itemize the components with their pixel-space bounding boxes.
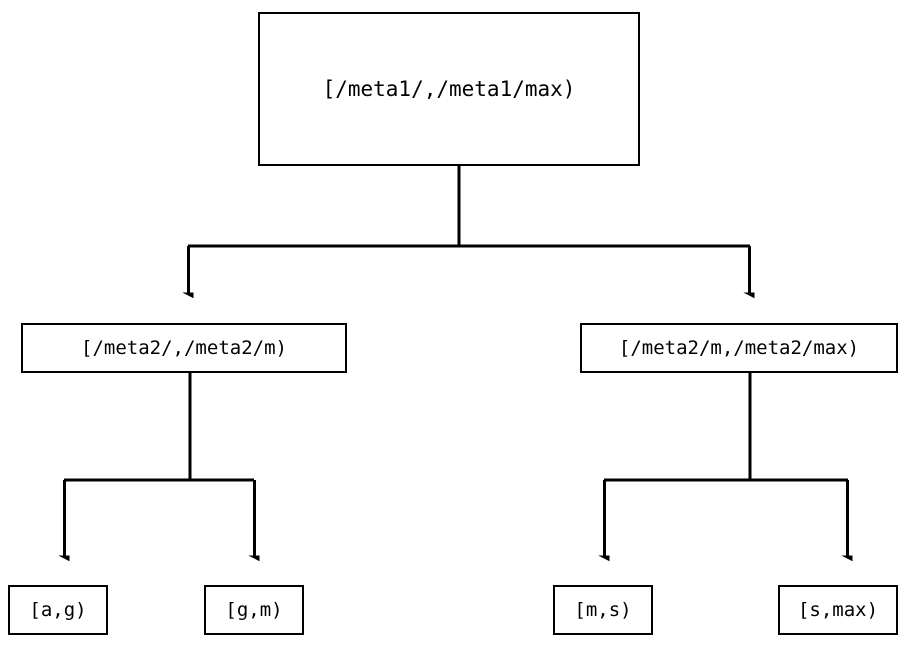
node-root-label: [/meta1/,/meta1/max) — [322, 76, 576, 101]
node-leaf-g-m-label: [g,m) — [225, 598, 283, 621]
node-leaf-s-max[interactable]: [s,max) — [778, 585, 898, 635]
node-leaf-a-g-label: [a,g) — [29, 598, 87, 621]
node-leaf-g-m[interactable]: [g,m) — [204, 585, 304, 635]
node-leaf-m-s-label: [m,s) — [574, 598, 632, 621]
node-mid-left-meta2-lower[interactable]: [/meta2/,/meta2/m) — [21, 323, 347, 373]
node-mid-left-label: [/meta2/,/meta2/m) — [81, 336, 287, 359]
node-leaf-m-s[interactable]: [m,s) — [553, 585, 653, 635]
node-mid-right-meta2-upper[interactable]: [/meta2/m,/meta2/max) — [580, 323, 898, 373]
edge-root-to-mid-level — [188, 166, 750, 293]
edge-mid-right-to-leaves — [604, 373, 848, 556]
node-mid-right-label: [/meta2/m,/meta2/max) — [618, 336, 860, 359]
node-root-meta1-range[interactable]: [/meta1/,/meta1/max) — [258, 12, 640, 166]
node-leaf-s-max-label: [s,max) — [797, 598, 879, 621]
edge-mid-left-to-leaves — [64, 373, 255, 556]
node-leaf-a-g[interactable]: [a,g) — [8, 585, 108, 635]
